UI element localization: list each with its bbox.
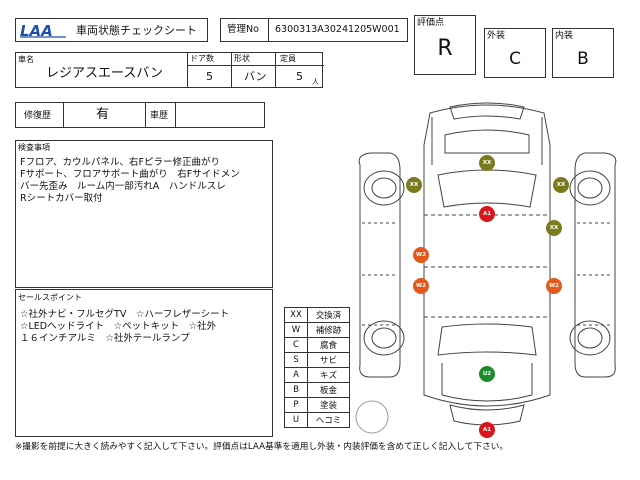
footer-note: ※撮影を前提に大きく読みやすく記入して下さい。評価点はLAA基準を適用し外装・内… (15, 442, 509, 452)
exterior-rating-label: 外装 (487, 31, 506, 41)
sales-point-line: １６インチアルミ ☆社外テールランプ (20, 333, 190, 344)
legend-code: XX (284, 307, 308, 323)
inspection-line: Fサポート、フロアサポート曲がり 右Fサイドメン (20, 169, 240, 180)
exterior-rating-value: C (509, 49, 521, 69)
legend-code: P (284, 397, 308, 413)
sales-point-line: ☆LEDヘッドライト ☆ペットキット ☆社外 (20, 321, 217, 332)
mgmt-value: 6300313A30241205W001 (275, 24, 400, 35)
capacity-label: 定員 (280, 54, 296, 63)
vehicle-name-label: 車名 (18, 55, 34, 64)
sales-points-label: セールスポイント (18, 293, 82, 302)
legend-code: U (284, 412, 308, 428)
overall-rating-box: 評価点 R (414, 15, 476, 75)
legend-meaning: キズ (307, 367, 350, 383)
mgmt-label: 管理No (227, 24, 259, 35)
legend-meaning: 補修跡 (307, 322, 350, 338)
legend-meaning: 腐食 (307, 337, 350, 353)
legend-code: B (284, 382, 308, 398)
damage-marker: XX (479, 155, 495, 171)
damage-marker: XX (546, 220, 562, 236)
vehicle-history-label: 車歴 (150, 111, 169, 121)
inspection-line: Rシートカバー取付 (20, 193, 103, 204)
inspection-line: バー先歪み ルーム内一部汚れA ハンドルスレ (20, 181, 226, 192)
overall-rating-value: R (437, 36, 453, 61)
inspection-notes-label: 検査事項 (18, 143, 50, 152)
repair-history-label: 修復歴 (24, 111, 52, 121)
header-bar: LAA 車両状態チェックシート (15, 18, 208, 42)
legend-code: A (284, 367, 308, 383)
vehicle-damage-diagram (350, 95, 625, 440)
laa-logo: LAA (18, 21, 70, 40)
damage-marker: U2 (479, 366, 495, 382)
capacity-unit: 人 (312, 78, 319, 86)
damage-marker: W2 (413, 247, 429, 263)
damage-marker: W2 (413, 278, 429, 294)
interior-rating-label: 内装 (555, 31, 574, 41)
logo-text: LAA (20, 22, 53, 39)
damage-marker: A1 (479, 206, 495, 222)
damage-marker: XX (406, 177, 422, 193)
legend-meaning: サビ (307, 352, 350, 368)
sales-points-box: セールスポイント ☆社外ナビ・フルセグTV ☆ハーフレザーシート ☆LEDヘッド… (15, 289, 273, 437)
damage-marker: W2 (546, 278, 562, 294)
legend-meaning: 板金 (307, 382, 350, 398)
interior-rating-value: B (577, 49, 589, 69)
legend-code: S (284, 352, 308, 368)
legend-code: W (284, 322, 308, 338)
shape-label: 形状 (234, 54, 250, 63)
history-row: 修復歴 有 車歴 (15, 102, 265, 128)
vehicle-name-value: レジアスエースバン (46, 66, 164, 81)
legend-code: C (284, 337, 308, 353)
repair-history-value: 有 (96, 107, 110, 122)
damage-marker: A1 (479, 422, 495, 438)
overall-rating-label: 評価点 (417, 18, 445, 28)
damage-marker: XX (553, 177, 569, 193)
doors-value: 5 (206, 70, 213, 83)
doors-label: ドア数 (190, 54, 214, 63)
legend-meaning: ヘコミ (307, 412, 350, 428)
inspection-notes-box: 検査事項 Fフロア、カウルパネル、右Fピラー修正曲がり Fサポート、フロアサポー… (15, 140, 273, 288)
legend-meaning: 交換済 (307, 307, 350, 323)
inspection-line: Fフロア、カウルパネル、右Fピラー修正曲がり (20, 157, 220, 168)
sheet-title: 車両状態チェックシート (76, 24, 197, 37)
sales-point-line: ☆社外ナビ・フルセグTV ☆ハーフレザーシート (20, 309, 230, 320)
management-number-box: 管理No 6300313A30241205W001 (220, 18, 408, 42)
shape-value: バン (244, 70, 267, 83)
capacity-value: 5 (296, 70, 303, 83)
vehicle-info-row: 車名 レジアスエースバン ドア数 5 形状 バン 定員 5 人 (15, 52, 324, 88)
interior-rating-box: 内装 B (552, 28, 614, 78)
legend-meaning: 塗装 (307, 397, 350, 413)
exterior-rating-box: 外装 C (484, 28, 546, 78)
